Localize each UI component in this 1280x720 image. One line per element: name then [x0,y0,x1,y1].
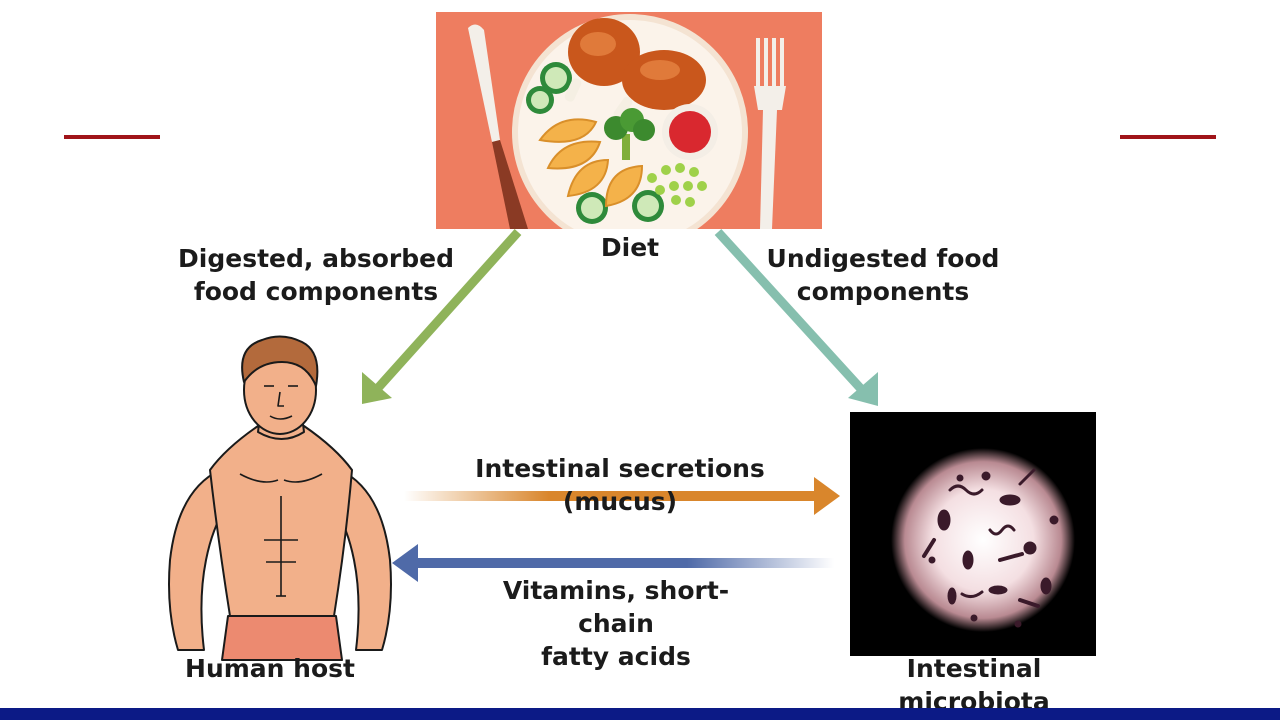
footer-bar [0,708,1280,720]
arrow-diet-to-microbiota [714,228,878,406]
knife-icon [468,24,528,229]
potato-wedges [538,118,644,208]
edge-label-diet-to-host: Digested, absorbed food components [178,244,454,306]
bacteria-cells [922,468,1059,628]
diet-label: Diet [600,233,660,262]
edge-label-diet-to-microbiota: Undigested food components [766,244,1000,306]
edge-label-host-to-microbiota: Intestinal secretions (mucus) [475,454,765,516]
arrow-host-to-microbiota [404,477,840,515]
arrow-diet-to-host [362,228,522,404]
right-accent-line [1120,135,1216,139]
fork-icon [754,38,786,229]
arrow-microbiota-to-host [392,544,834,582]
cucumber-slices [526,62,664,224]
left-accent-line [64,135,160,139]
diet-plate-illustration [436,12,822,229]
ketchup-bowl [662,104,718,160]
chicken-drumsticks [564,18,706,120]
peas [647,163,707,207]
broccoli [604,108,655,160]
human-host-label: Human host [185,654,355,683]
hair [241,335,319,387]
microbiota-microscope-image [850,412,1096,656]
human-host-illustration [168,335,392,661]
edge-label-microbiota-to-host: Vitamins, short-chain fatty acids [502,576,730,671]
